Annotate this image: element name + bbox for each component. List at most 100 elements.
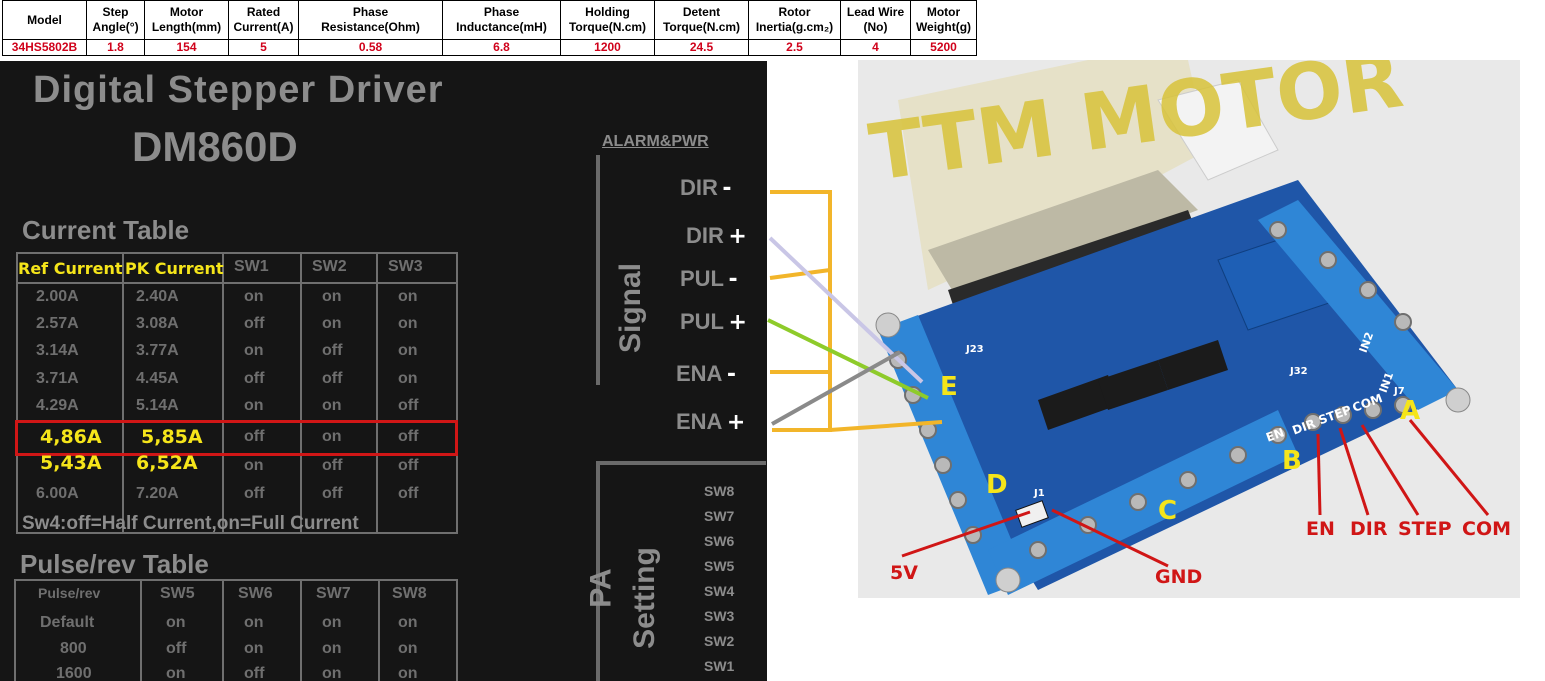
signal-dir-minus: DIR - <box>680 175 731 201</box>
switch-label: SW3 <box>704 608 735 624</box>
pulse-cell: on <box>244 614 264 631</box>
ena-plus-wire <box>771 350 901 426</box>
dir-pointer <box>1338 427 1370 516</box>
signal-pul-minus: PUL - <box>680 266 738 292</box>
pulse-cell: on <box>244 640 264 657</box>
pulse-cell: Default <box>40 614 95 631</box>
ref-current-cell: 3.14A <box>36 342 79 359</box>
com-pointer <box>1408 419 1490 516</box>
signal-name: ENA <box>676 361 723 386</box>
stepper-driver-photo: Digital Stepper Driver DM860D Current Ta… <box>0 61 767 681</box>
silk-j23: J23 <box>966 344 984 355</box>
switch-cell: off <box>398 428 419 445</box>
second-pk-current: 6,52A <box>136 452 198 474</box>
pk-current-cell: 5.14A <box>136 397 179 414</box>
letter-d: D <box>986 470 1008 500</box>
signal-name: DIR <box>680 175 718 200</box>
signal-pul-plus: PUL + <box>680 309 747 335</box>
silk-j1: J1 <box>1034 488 1045 499</box>
ref-current-cell: 2.57A <box>36 315 79 332</box>
spec-cell-motor-weight: 5200 <box>910 39 977 56</box>
switch-cell: off <box>322 485 343 502</box>
grid-line <box>300 252 302 532</box>
pulse-table-grid <box>14 579 458 681</box>
spec-data-row: 34HS5802B 1.8 154 5 0.58 6.8 1200 24.5 2… <box>2 39 977 56</box>
divider <box>596 155 600 385</box>
current-col-sw3: SW3 <box>388 258 423 275</box>
pk-current-cell: 3.08A <box>136 315 179 332</box>
spec-cell-model: 34HS5802B <box>2 39 87 56</box>
signal-name: ENA <box>676 409 723 434</box>
pulse-col-label: Pulse/rev <box>38 585 101 601</box>
pulse-table-title: Pulse/rev Table <box>20 549 209 579</box>
letter-b: B <box>1282 446 1302 476</box>
switch-cell: on <box>244 288 264 305</box>
pulse-cell: 800 <box>60 640 87 657</box>
pulse-cell: on <box>398 614 418 631</box>
silk-j32: J32 <box>1290 366 1308 377</box>
pulse-col-sw7: SW7 <box>316 585 351 602</box>
ref-current-cell: 6.00A <box>36 485 79 502</box>
ref-current-cell: 3.71A <box>36 370 79 387</box>
letter-e: E <box>940 372 958 402</box>
switch-label: SW2 <box>704 633 735 649</box>
switch-label: SW5 <box>704 558 735 574</box>
grid-line <box>378 579 380 681</box>
pulse-cell: off <box>166 640 187 657</box>
signal-sign: - <box>726 362 737 387</box>
signal-ena-plus: ENA + <box>676 409 745 435</box>
common-wire <box>829 420 943 432</box>
signal-name: DIR <box>686 223 724 248</box>
current-col-sw2: SW2 <box>312 258 347 275</box>
ref-current-header: Ref Current <box>18 259 123 278</box>
pulse-cell: on <box>398 640 418 657</box>
current-table-title: Current Table <box>22 215 190 245</box>
spec-cell-rated-current: 5 <box>228 39 299 56</box>
spec-cell-phase-resistance: 0.58 <box>298 39 443 56</box>
switch-label: SW7 <box>704 508 735 524</box>
switch-cell: off <box>322 370 343 387</box>
spec-cell-holding-torque: 1200 <box>560 39 655 56</box>
bracket-wire <box>770 190 832 432</box>
highlight-pk-current: 5,85A <box>141 426 203 448</box>
signal-name: PUL <box>680 266 724 291</box>
current-table-grid <box>16 252 458 534</box>
grid-line <box>376 252 378 532</box>
driver-title: Digital Stepper Driver <box>33 69 444 111</box>
highlight-box <box>15 420 458 456</box>
signal-dir-plus: DIR + <box>686 223 747 249</box>
grid-line <box>122 252 124 532</box>
pulse-cell: on <box>166 665 186 681</box>
switch-label: SW4 <box>704 583 735 599</box>
pulse-col-sw5: SW5 <box>160 585 195 602</box>
switch-cell: on <box>398 288 418 305</box>
label-5v: 5V <box>890 562 918 584</box>
switch-cell: on <box>322 288 342 305</box>
switch-cell: on <box>322 315 342 332</box>
grid-line <box>222 579 224 681</box>
breakout-board-photo: TTM MOTOR EN DIR STEP COM IN1 IN2 J7 J23… <box>858 60 1520 598</box>
spec-cell-motor-length: 154 <box>144 39 229 56</box>
switch-cell: on <box>244 457 264 474</box>
switch-cell: off <box>322 457 343 474</box>
grid-line <box>140 579 142 681</box>
pulse-col-sw8: SW8 <box>392 585 427 602</box>
pk-current-header: PK Current <box>125 259 224 278</box>
spec-cell-step-angle: 1.8 <box>86 39 145 56</box>
switch-cell: off <box>244 315 265 332</box>
signal-sign: - <box>728 267 738 292</box>
dir-plus-wire <box>768 236 924 384</box>
pulse-cell: on <box>398 665 418 681</box>
grid-line <box>300 579 302 681</box>
switch-cell: off <box>244 428 265 445</box>
pulse-cell: on <box>322 640 342 657</box>
driver-model: DM860D <box>132 123 298 170</box>
signal-sign: + <box>728 224 747 249</box>
pul-plus-wire <box>767 318 929 400</box>
